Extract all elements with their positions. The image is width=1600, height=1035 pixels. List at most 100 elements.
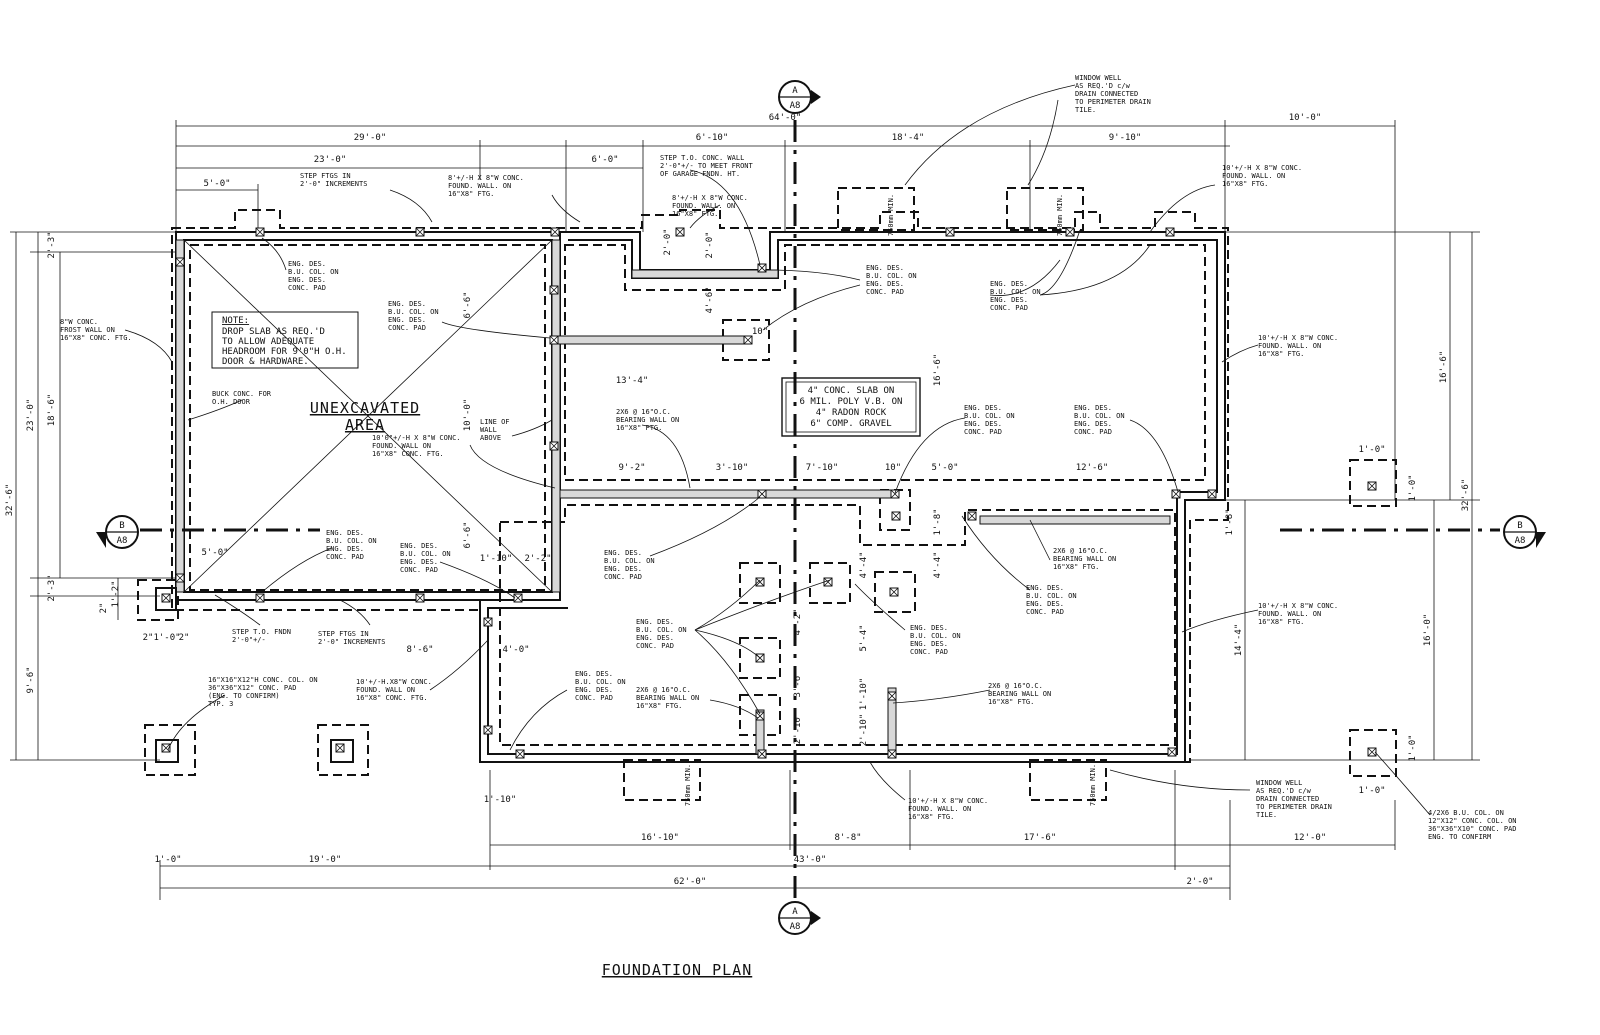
dim-label: 13'-4" — [616, 376, 649, 386]
note-line: 10'+/-H X 8"W CONC. — [1222, 164, 1302, 172]
note-line: CONC. PAD — [1074, 428, 1112, 436]
note-line: WALL — [480, 426, 497, 434]
note-line: 2'-0" INCREMENTS — [318, 638, 385, 646]
note-line: B.U. COL. ON — [604, 557, 655, 565]
section-letter: A — [792, 907, 798, 917]
dim-label: 1'-0" — [1358, 786, 1385, 796]
note-line: FOUND. WALL. ON — [672, 202, 735, 210]
dim-label: 2'-0" — [663, 228, 673, 255]
note-line: 16"X8" FTG. — [1053, 563, 1099, 571]
section-marker-b-right[interactable]: B A8 — [1503, 515, 1546, 549]
note-line: O.H. DOOR — [212, 398, 251, 406]
note-line: 4" CONC. SLAB ON — [808, 386, 895, 396]
dim-label: 4'-4" — [933, 551, 943, 578]
section-sheet: A8 — [1515, 536, 1526, 546]
column-marker-cross — [889, 587, 899, 597]
note-line: ENG. DES. — [866, 264, 904, 272]
note-line: 6" COMP. GRAVEL — [810, 419, 891, 429]
note-line: B.U. COL. ON — [326, 537, 377, 545]
column-marker-cross — [823, 577, 833, 587]
column-marker-cross — [161, 593, 171, 603]
dim-label: 1'-0" — [153, 633, 180, 643]
window-well-depth: 750mm MIN. — [684, 764, 692, 806]
note-line: ENG. DES. — [1026, 600, 1064, 608]
leader-lines — [124, 84, 1431, 816]
slab-spec-box: 4" CONC. SLAB ON 6 MIL. POLY V.B. ON 4" … — [781, 377, 921, 437]
dim-label: 29'-0" — [354, 133, 387, 143]
dim-label: 16'-6" — [1439, 351, 1449, 384]
note-line: OF GARAGE FNDN. HT. — [660, 170, 740, 178]
dim-label: 10'-0" — [463, 399, 473, 432]
note-line: ENG. DES. — [1026, 584, 1064, 592]
column-marker-cross — [255, 227, 265, 237]
note-line: ENG. DES. — [636, 634, 674, 642]
column-marker-cross — [549, 285, 559, 295]
dim-label: 3'-6" — [793, 670, 803, 697]
column-marker-cross — [967, 511, 977, 521]
note-line: 16"X8" FTG. — [636, 702, 682, 710]
note-line: CONC. PAD — [288, 284, 326, 292]
note-line: BEARING WALL ON — [616, 416, 679, 424]
dim-label: 2'-0" — [705, 231, 715, 258]
note-line: ENG. DES. — [1074, 420, 1112, 428]
foundation-walls — [155, 231, 1226, 763]
note-line: 36"X36"X12" CONC. PAD — [208, 684, 297, 692]
note-line: 36"X36"X10" CONC. PAD — [1428, 825, 1517, 833]
note-line: ENG. DES. — [288, 260, 326, 268]
dim-label: 1'-0" — [1408, 734, 1418, 761]
note-line: DRAIN CONNECTED — [1075, 90, 1138, 98]
note-line: CONC. PAD — [604, 573, 642, 581]
column-marker-cross — [1165, 227, 1175, 237]
column-marker-cross — [255, 593, 265, 603]
column-marker-cross — [1167, 747, 1177, 757]
column-marker-cross — [335, 743, 345, 753]
note-line: BEARING WALL ON — [636, 694, 699, 702]
dim-label: 2" — [179, 633, 190, 643]
dim-label: 18'-6" — [47, 394, 57, 427]
column-marker-cross — [549, 441, 559, 451]
dim-label: 1'-8" — [1225, 508, 1235, 535]
dim-label: 43'-0" — [794, 855, 827, 865]
column-marker-cross — [757, 489, 767, 499]
section-sheet: A8 — [117, 536, 128, 546]
column-marker-cross — [550, 227, 560, 237]
dim-label: 8'-6" — [406, 645, 433, 655]
note-line: ENG. DES. — [866, 280, 904, 288]
note-line: 16"X8" FTG. — [616, 424, 662, 432]
section-marker-b-left[interactable]: B A8 — [96, 515, 139, 549]
sheet-title: FOUNDATION PLAN — [602, 961, 752, 979]
column-marker-cross — [757, 749, 767, 759]
note-line: FOUND. WALL. ON — [1258, 342, 1321, 350]
section-marker-a-bottom[interactable]: A A8 — [778, 901, 821, 935]
note-line: B.U. COL. ON — [866, 272, 917, 280]
note-line: B.U. COL. ON — [910, 632, 961, 640]
drop-slab-note: NOTE: DROP SLAB AS REQ.'D TO ALLOW ADEQU… — [211, 311, 359, 369]
dim-label: 2'-0" — [1186, 877, 1213, 887]
dim-label: 5'-0" — [931, 463, 958, 473]
dim-label: 14'-4" — [1234, 624, 1244, 657]
note-line: ENG. DES. — [604, 565, 642, 573]
section-marker-a-top[interactable]: A A8 — [778, 80, 821, 114]
note-line: ENG. DES. — [288, 276, 326, 284]
dim-label: 6'-0" — [591, 155, 618, 165]
column-marker-cross — [1367, 481, 1377, 491]
column-marker-cross — [1065, 227, 1075, 237]
column-marker-cross — [515, 749, 525, 759]
note-line: DROP SLAB AS REQ.'D — [222, 327, 325, 337]
note-line: ENG. DES. — [990, 296, 1028, 304]
note-line: CONC. PAD — [636, 642, 674, 650]
note-line: TYP. 3 — [208, 700, 233, 708]
dim-label: 32'-6" — [1461, 479, 1471, 512]
column-marker-cross — [1367, 747, 1377, 757]
dim-label: 1'-0" — [154, 855, 181, 865]
note-line: DOOR & HARDWARE. — [222, 357, 309, 367]
dim-label: 10'-0" — [1289, 113, 1322, 123]
note-line: STEP FTGS IN — [318, 630, 369, 638]
section-letter: B — [119, 521, 124, 531]
section-sheet: A8 — [790, 101, 801, 111]
dim-label: 1'-8" — [933, 508, 943, 535]
dim-label: 6'-6" — [463, 521, 473, 548]
column-marker-cross — [887, 749, 897, 759]
note-line: STEP T.O. FNDN — [232, 628, 291, 636]
dim-label: 5'-0" — [203, 179, 230, 189]
